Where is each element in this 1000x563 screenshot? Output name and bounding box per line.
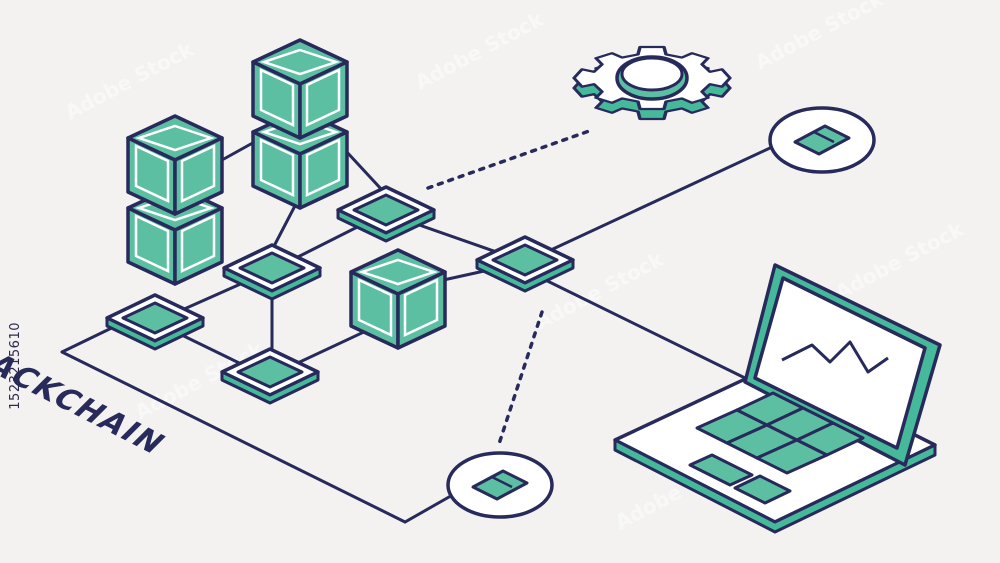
gear-icon <box>572 45 732 121</box>
cube-icon <box>251 38 349 140</box>
dotted-connectors <box>426 128 594 449</box>
watermark-text: Adobe Stock <box>751 0 888 74</box>
chip-icon <box>105 293 205 351</box>
laptop-icon <box>613 263 942 534</box>
node-circle-icon <box>768 106 876 174</box>
cube-icon <box>126 114 224 216</box>
cube-icon <box>349 248 447 350</box>
watermark-text: Adobe Stock <box>61 37 198 125</box>
chart-line-icon <box>781 340 889 374</box>
watermark-text: Adobe Stock <box>411 7 548 95</box>
watermark-text: Adobe Stock <box>831 217 968 305</box>
stock-id: 1523215610 <box>8 322 23 410</box>
keyboard <box>688 391 865 505</box>
node-circle-icon <box>446 451 554 519</box>
chip-icon <box>336 185 436 243</box>
